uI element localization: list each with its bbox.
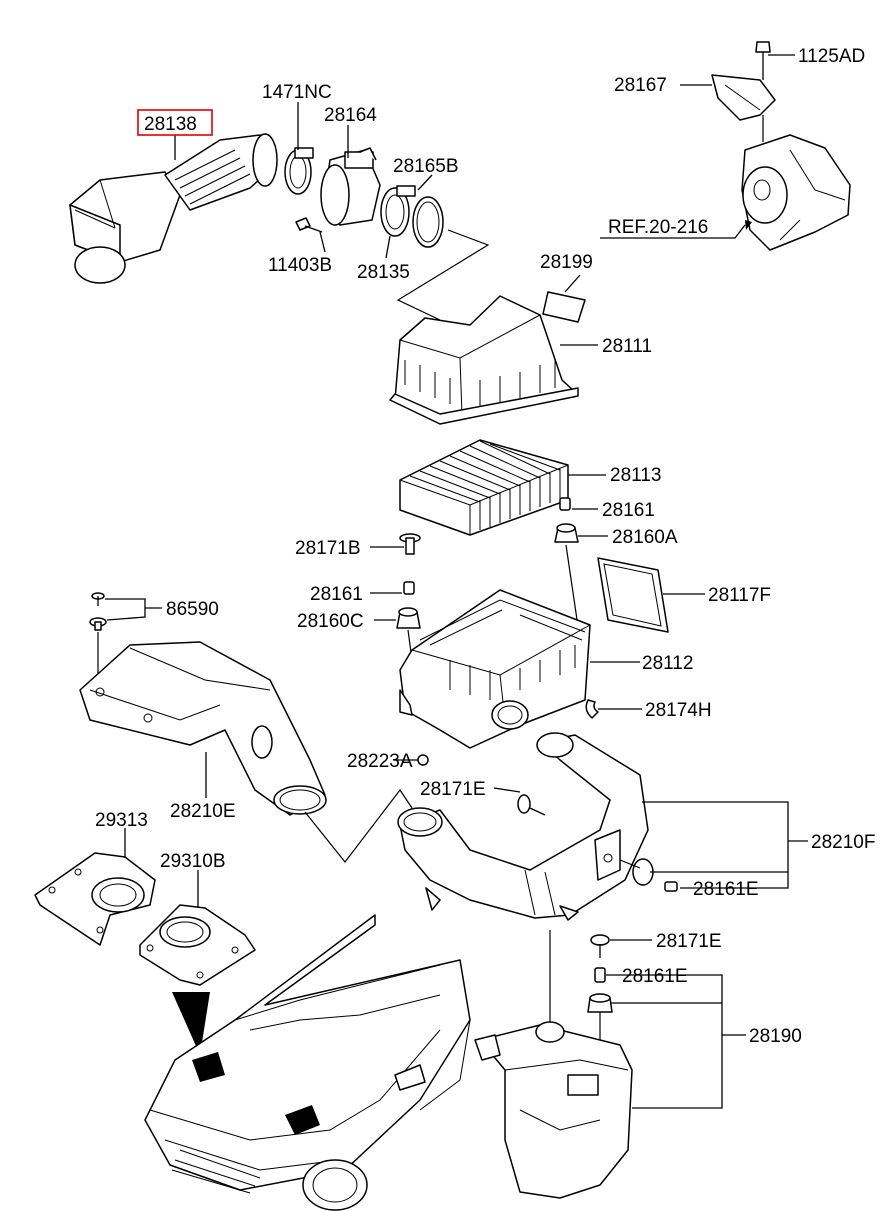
resonator-28190[interactable]	[474, 1021, 633, 1199]
label-ref-20-216[interactable]: REF.20-216	[608, 217, 708, 238]
label-28171e-lower[interactable]: 28171E	[656, 931, 722, 952]
label-29313[interactable]: 29313	[95, 810, 148, 831]
label-28138[interactable]: 28138	[144, 114, 197, 135]
label-28160a[interactable]: 28160A	[612, 527, 678, 548]
hose-clamp-1471nc[interactable]	[284, 147, 314, 195]
bolt-1125ad[interactable]	[755, 41, 771, 80]
bolt-28171b[interactable]	[399, 533, 421, 555]
bracket-28167[interactable]	[711, 74, 776, 121]
label-28161e-right[interactable]: 28161E	[693, 879, 759, 900]
clip-86590-lower[interactable]	[89, 617, 107, 631]
label-28117f[interactable]: 28117F	[708, 585, 771, 606]
label-11403b[interactable]: 11403B	[268, 255, 332, 276]
label-28167[interactable]: 28167	[614, 75, 667, 96]
air-cleaner-body-28112[interactable]	[399, 589, 591, 749]
bolt-28171e-upper[interactable]	[517, 794, 546, 816]
label-28164[interactable]: 28164	[324, 105, 377, 126]
bolt-28171e-lower[interactable]	[590, 934, 610, 958]
engine-mount-part[interactable]	[741, 134, 851, 251]
guide-28161e-right	[619, 859, 641, 869]
panel-29310b[interactable]	[139, 904, 256, 986]
hose-clamp-28135[interactable]	[380, 185, 416, 237]
vehicle-silhouette	[144, 914, 471, 1211]
grommet-28161e-lower[interactable]	[594, 967, 606, 983]
clip-86590-upper[interactable]	[91, 592, 105, 606]
grommet-28161-middle[interactable]	[403, 581, 415, 595]
label-28165b[interactable]: 28165B	[393, 156, 459, 177]
part-labels: 28138 1471NC 28164 28165B 11403B 28135 1…	[95, 46, 875, 1047]
label-1471nc[interactable]: 1471NC	[262, 82, 332, 103]
label-28223a[interactable]: 28223A	[347, 751, 413, 772]
label-28135[interactable]: 28135	[357, 262, 410, 283]
panel-29313[interactable]	[34, 852, 156, 946]
leader-lines	[105, 54, 808, 1109]
grommet-28161e-right[interactable]	[632, 858, 678, 892]
label-86590[interactable]: 86590	[166, 599, 219, 620]
gasket-28165b[interactable]	[412, 196, 444, 248]
label-plate-28199[interactable]	[542, 291, 586, 323]
air-cleaner-cover-28111[interactable]	[389, 295, 579, 425]
label-28210e[interactable]: 28210E	[170, 801, 236, 822]
label-28160c[interactable]: 28160C	[297, 611, 364, 632]
nut-28223a[interactable]	[417, 754, 429, 766]
label-28112[interactable]: 28112	[642, 653, 693, 674]
highlight-box-28138	[137, 109, 213, 136]
assembly-line-middle	[304, 788, 413, 863]
air-duct-28210e[interactable]	[79, 641, 327, 816]
label-28210f[interactable]: 28210F	[811, 832, 875, 853]
bolt-11403b[interactable]	[295, 217, 323, 233]
label-28199[interactable]: 28199	[540, 252, 593, 273]
label-28171b[interactable]: 28171B	[295, 538, 361, 559]
label-28161-upper[interactable]: 28161	[602, 500, 655, 521]
grommet-28160a[interactable]	[554, 523, 579, 543]
label-28161-middle[interactable]: 28161	[310, 584, 363, 605]
air-flow-sensor-28164[interactable]	[320, 147, 381, 226]
air-duct-28210f[interactable]	[397, 732, 649, 921]
label-28190[interactable]: 28190	[749, 1026, 802, 1047]
label-28111[interactable]: 28111	[602, 336, 652, 357]
label-28174h[interactable]: 28174H	[645, 700, 712, 721]
label-28113[interactable]: 28113	[610, 465, 661, 486]
clip-28174h[interactable]	[585, 699, 599, 719]
label-28171e-upper[interactable]: 28171E	[420, 779, 486, 800]
grommet-28190-mount[interactable]	[587, 993, 613, 1013]
gasket-28117f[interactable]	[597, 557, 669, 633]
label-29310b[interactable]: 29310B	[160, 851, 226, 872]
assembly-line-top	[396, 229, 490, 321]
label-28161e-lower[interactable]: 28161E	[622, 966, 688, 987]
air-filter-element-28113[interactable]	[399, 439, 569, 536]
label-1125ad[interactable]: 1125AD	[798, 46, 865, 67]
grommet-28160c[interactable]	[396, 607, 421, 629]
location-arrow	[172, 992, 210, 1055]
air-duct-28138[interactable]	[69, 133, 278, 284]
grommet-28161-upper[interactable]	[559, 497, 571, 511]
